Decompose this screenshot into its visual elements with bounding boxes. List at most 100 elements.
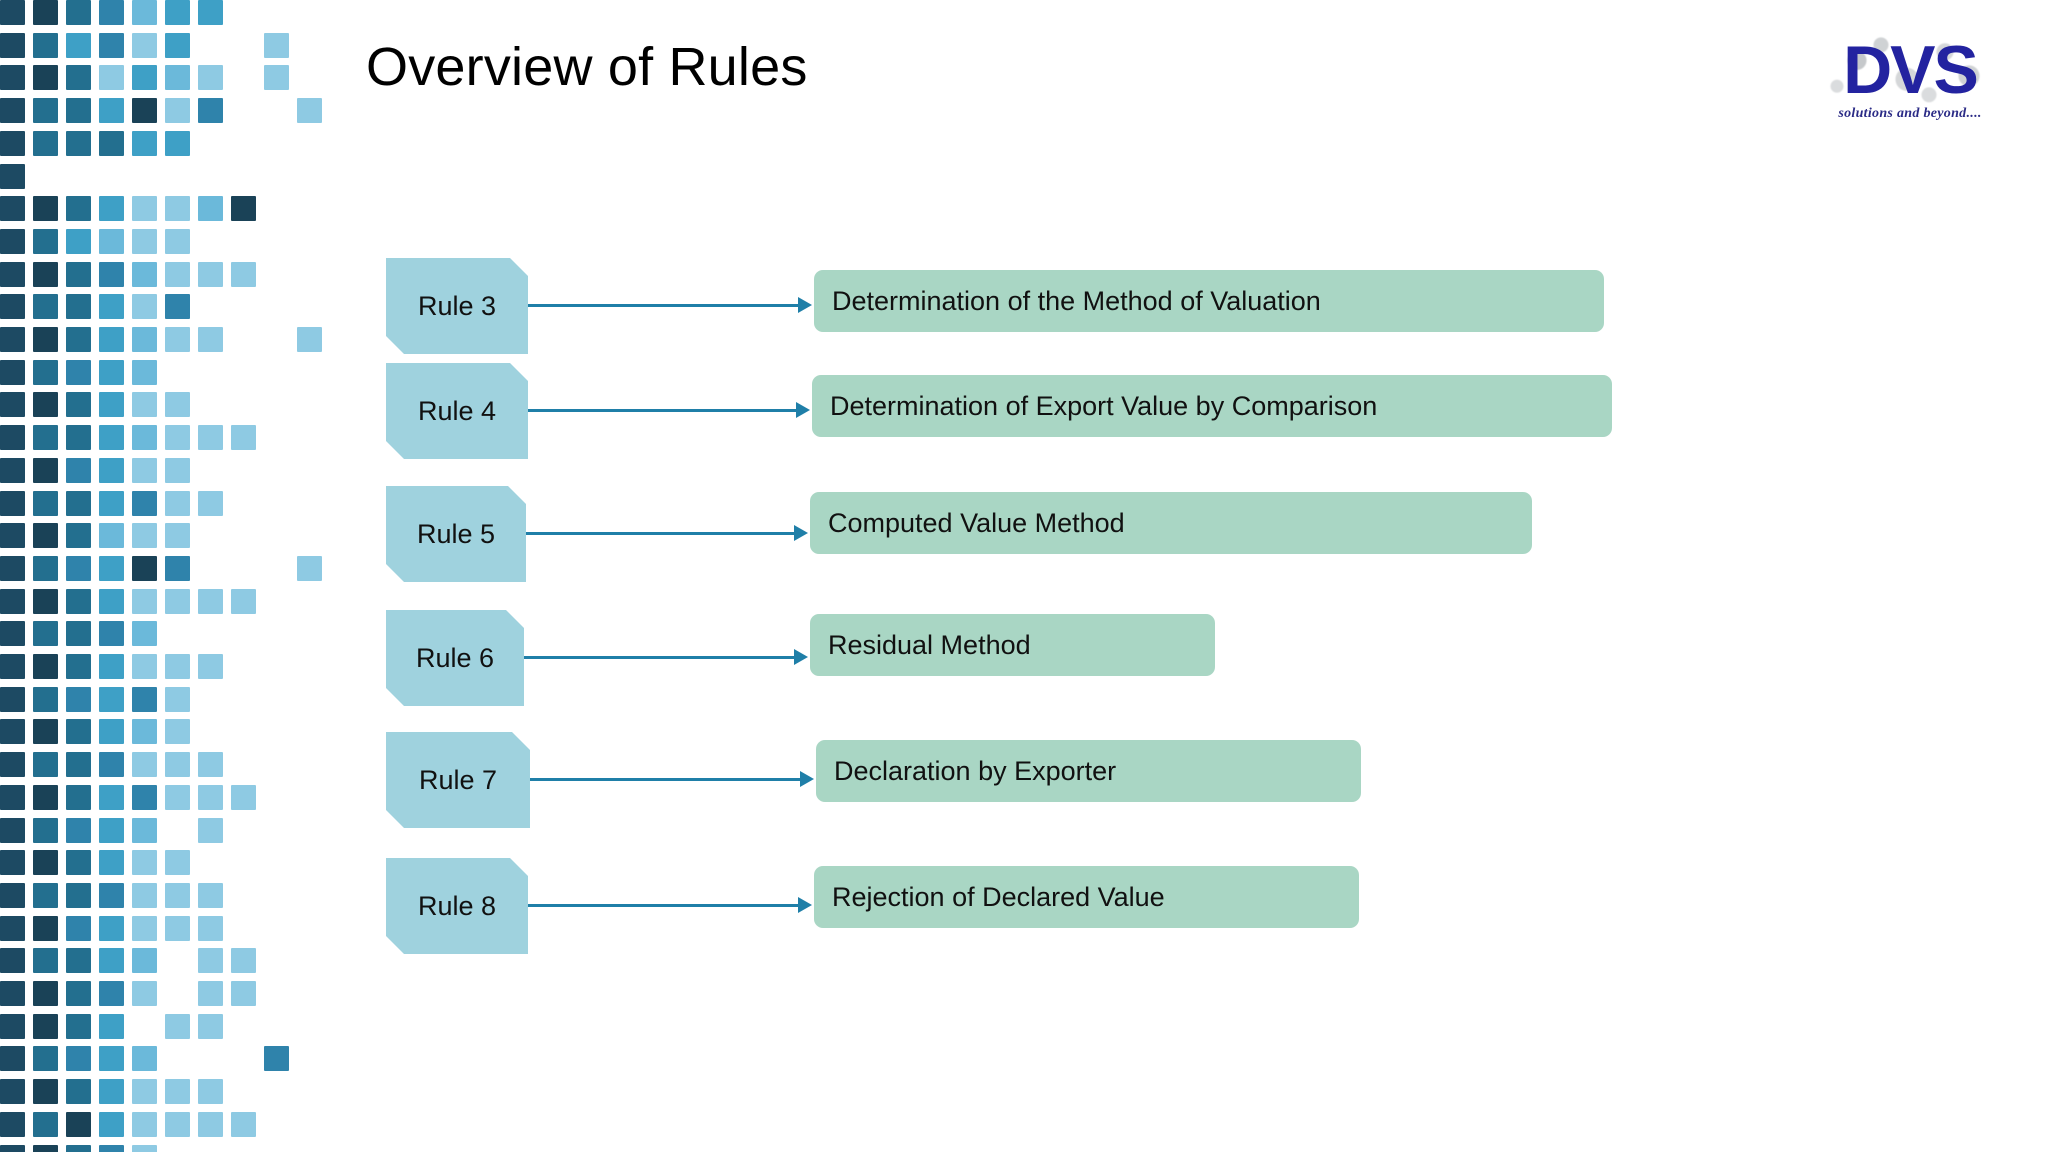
mosaic-tile xyxy=(165,98,190,124)
mosaic-tile xyxy=(132,425,157,451)
rule-chip-label: Rule 3 xyxy=(417,290,497,321)
mosaic-tile xyxy=(264,32,289,58)
globe-icon xyxy=(1813,26,2013,112)
mosaic-tile xyxy=(0,817,25,843)
mosaic-tile xyxy=(99,588,124,614)
mosaic-tile xyxy=(99,0,124,25)
mosaic-tile xyxy=(66,457,91,483)
mosaic-tile xyxy=(165,752,190,778)
mosaic-tile xyxy=(66,0,91,25)
mosaic-tile xyxy=(132,261,157,287)
mosaic-tile xyxy=(0,981,25,1006)
mosaic-tile xyxy=(132,392,157,418)
mosaic-tile xyxy=(198,784,223,810)
mosaic-tile xyxy=(66,32,91,58)
mosaic-tile xyxy=(198,425,223,451)
mosaic-tile xyxy=(99,1046,124,1072)
page-title: Overview of Rules xyxy=(366,37,808,97)
mosaic-tile xyxy=(0,555,25,581)
mosaic-tile xyxy=(99,457,124,483)
mosaic-tile xyxy=(132,490,157,516)
mosaic-tile xyxy=(198,98,223,124)
mosaic-tile xyxy=(0,130,25,156)
rule-chip[interactable]: Rule 4 xyxy=(386,363,528,459)
mosaic-tile xyxy=(231,948,256,974)
rule-chip[interactable]: Rule 8 xyxy=(386,858,528,954)
mosaic-tile xyxy=(66,784,91,810)
mosaic-tile xyxy=(165,425,190,451)
flow-arrow-head-icon xyxy=(798,297,812,313)
mosaic-tile xyxy=(0,523,25,549)
mosaic-tile xyxy=(165,1111,190,1137)
flow-connector-line xyxy=(524,656,794,659)
rule-chip-label: Rule 8 xyxy=(417,890,497,921)
mosaic-tile xyxy=(132,98,157,124)
mosaic-tile xyxy=(165,850,190,876)
mosaic-tile xyxy=(33,621,58,647)
mosaic-tile xyxy=(33,32,58,58)
mosaic-tile xyxy=(165,490,190,516)
rule-description-box[interactable]: Rejection of Declared Value xyxy=(814,866,1359,928)
rule-description-box[interactable]: Declaration by Exporter xyxy=(816,740,1361,802)
mosaic-tile xyxy=(198,981,223,1006)
mosaic-tile xyxy=(198,1013,223,1039)
mosaic-tile xyxy=(132,65,157,91)
mosaic-tile xyxy=(132,784,157,810)
rule-chip[interactable]: Rule 3 xyxy=(386,258,528,354)
rule-chip[interactable]: Rule 6 xyxy=(386,610,524,706)
mosaic-tile xyxy=(0,1046,25,1072)
mosaic-tile xyxy=(33,719,58,745)
mosaic-tile xyxy=(198,1079,223,1105)
mosaic-tile xyxy=(165,1079,190,1105)
mosaic-tile xyxy=(132,457,157,483)
rule-chip[interactable]: Rule 7 xyxy=(386,732,530,828)
mosaic-tile xyxy=(99,196,124,222)
mosaic-tile xyxy=(198,65,223,91)
mosaic-tile xyxy=(0,0,25,25)
mosaic-tile xyxy=(132,294,157,320)
mosaic-tile xyxy=(198,817,223,843)
rule-description-box[interactable]: Computed Value Method xyxy=(810,492,1532,554)
flow-arrow-head-icon xyxy=(794,525,808,541)
mosaic-tile xyxy=(66,817,91,843)
mosaic-tile xyxy=(66,228,91,254)
mosaic-tile xyxy=(33,1013,58,1039)
mosaic-tile xyxy=(165,294,190,320)
mosaic-tile xyxy=(99,654,124,679)
mosaic-tile xyxy=(231,1111,256,1137)
mosaic-tile xyxy=(198,490,223,516)
rule-chip-label: Rule 6 xyxy=(415,642,495,673)
mosaic-tile xyxy=(198,196,223,222)
mosaic-tile xyxy=(99,621,124,647)
mosaic-tile xyxy=(99,228,124,254)
mosaic-tile xyxy=(0,228,25,254)
mosaic-tile xyxy=(132,32,157,58)
mosaic-tile xyxy=(165,130,190,156)
mosaic-tile xyxy=(165,196,190,222)
mosaic-tile xyxy=(66,719,91,745)
mosaic-tile xyxy=(0,196,25,222)
mosaic-tile xyxy=(66,425,91,451)
mosaic-tile xyxy=(0,686,25,712)
mosaic-tile xyxy=(165,654,190,679)
mosaic-tile xyxy=(165,1013,190,1039)
mosaic-tile xyxy=(33,65,58,91)
mosaic-tile xyxy=(99,784,124,810)
rule-description-box[interactable]: Determination of the Method of Valuation xyxy=(814,270,1604,332)
mosaic-tile xyxy=(99,425,124,451)
logo-tagline: solutions and beyond.... xyxy=(1838,106,1982,121)
rule-chip[interactable]: Rule 5 xyxy=(386,486,526,582)
mosaic-tile xyxy=(0,359,25,385)
mosaic-tile xyxy=(165,65,190,91)
mosaic-tile xyxy=(33,915,58,941)
rule-description-box[interactable]: Determination of Export Value by Compari… xyxy=(812,375,1612,437)
mosaic-tile xyxy=(264,65,289,91)
flow-arrow-head-icon xyxy=(800,771,814,787)
mosaic-tile xyxy=(66,523,91,549)
mosaic-tile xyxy=(0,32,25,58)
mosaic-tile xyxy=(99,1144,124,1152)
mosaic-tile xyxy=(33,327,58,352)
mosaic-tile xyxy=(0,261,25,287)
mosaic-tile xyxy=(66,948,91,974)
rule-description-box[interactable]: Residual Method xyxy=(810,614,1215,676)
